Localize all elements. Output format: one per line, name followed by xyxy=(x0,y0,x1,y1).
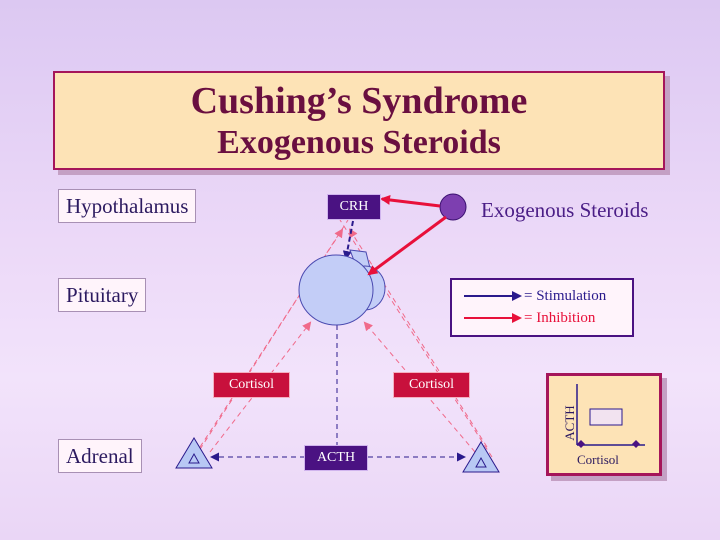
inhibition-arrow-to-pituitary xyxy=(367,215,447,276)
pituitary-label: Pituitary xyxy=(58,278,147,312)
cortisol-tag-left: Cortisol xyxy=(213,372,290,398)
adrenal-right-icon xyxy=(462,441,500,473)
title-box: Cushing’s Syndrome Exogenous Steroids xyxy=(53,71,665,170)
title-line-1: Cushing’s Syndrome xyxy=(190,80,528,122)
acth-tag: ACTH xyxy=(304,445,368,471)
anterior-pituitary xyxy=(298,254,374,326)
cortisol-feedback-right-top xyxy=(348,228,488,448)
legend: = Stimulation = Inhibition xyxy=(450,278,634,337)
mini-plot-point-low xyxy=(577,440,585,448)
cortisol-tag-right: Cortisol xyxy=(393,372,470,398)
adrenal-left-icon xyxy=(175,437,213,469)
exogenous-steroids-label: Exogenous Steroids xyxy=(481,198,649,222)
mini-plot-graphic xyxy=(576,384,645,448)
legend-stimulation-label: = Stimulation xyxy=(524,288,607,304)
mini-plot-normal-range xyxy=(589,408,623,426)
hypothalamus-label: Hypothalamus xyxy=(58,189,197,223)
acth-cortisol-mini-plot: ACTH Cortisol xyxy=(546,373,662,476)
exogenous-steroids-icon xyxy=(439,193,467,221)
legend-inhibition-label: = Inhibition xyxy=(524,310,596,326)
mini-plot-x-label: Cortisol xyxy=(577,452,619,467)
title-line-2: Exogenous Steroids xyxy=(217,124,501,161)
mini-plot-point-high xyxy=(632,440,640,448)
adrenal-label: Adrenal xyxy=(58,439,142,473)
crh-to-pituitary-arrow xyxy=(342,220,354,260)
crh-tag: CRH xyxy=(327,194,381,220)
mini-plot-y-label: ACTH xyxy=(562,405,577,441)
inhibition-arrow-to-crh xyxy=(380,194,441,208)
legend-arrows xyxy=(464,291,522,323)
